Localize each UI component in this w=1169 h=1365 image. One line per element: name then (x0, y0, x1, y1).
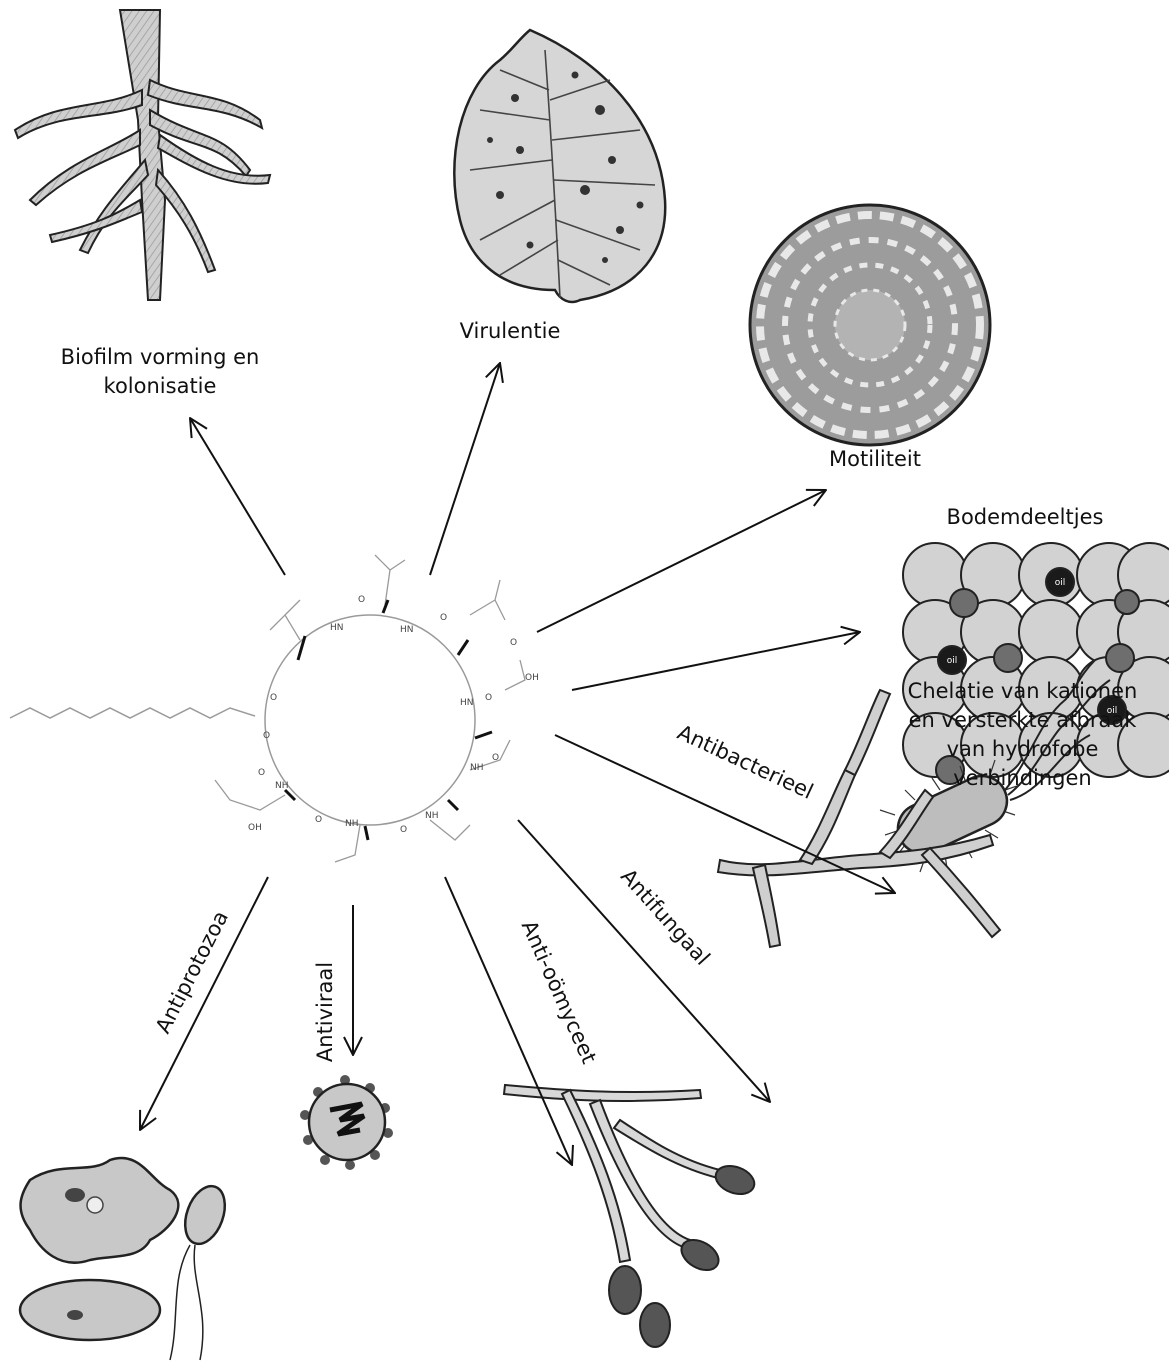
atom-label: NH (345, 819, 359, 829)
oil-label: oil (947, 656, 958, 666)
virus-illustration (300, 1075, 393, 1170)
atom-label: HN (460, 698, 474, 708)
atom-label: NH (470, 763, 484, 773)
arrow-anti-oomycete (445, 877, 572, 1165)
atom-label: O (270, 693, 277, 703)
label-antiviral: Antiviraal (313, 962, 337, 1062)
atom-label: HN (330, 623, 344, 633)
label-chelation-line2: en versterkte afbraak (880, 706, 1165, 735)
motility-colony-illustration (750, 205, 990, 445)
atom-label: O (510, 638, 517, 648)
label-chelation-line4: verbindingen (880, 764, 1165, 793)
arrow-antiprotozoal (140, 877, 268, 1130)
atom-label: OH (248, 823, 262, 833)
atom-label: O (400, 825, 407, 835)
label-biofilm-line1: Biofilm vorming en (40, 343, 280, 372)
arrow-soil (572, 632, 860, 690)
atom-label: O (315, 815, 322, 825)
label-biofilm-line2: kolonisatie (40, 372, 280, 401)
atom-label: OH (525, 673, 539, 683)
label-virulence: Virulentie (440, 317, 580, 346)
arrow-virulence (430, 363, 500, 575)
root-illustration (15, 10, 270, 300)
label-chelation-line1: Chelatie van kationen (880, 677, 1165, 706)
atom-label: O (485, 693, 492, 703)
label-soil-particles: Bodemdeeltjes (925, 503, 1125, 532)
leaf-illustration (454, 30, 665, 302)
label-biofilm: Biofilm vorming en kolonisatie (40, 343, 280, 401)
arrow-motility (537, 490, 826, 632)
atom-label: NH (425, 811, 439, 821)
atom-label: O (440, 613, 447, 623)
oomycete-illustration (504, 1085, 758, 1347)
atom-label: O (358, 595, 365, 605)
atom-label: HN (400, 625, 414, 635)
label-motility: Motiliteit (805, 445, 945, 474)
atom-label: NH (275, 781, 289, 791)
arrow-biofilm (190, 418, 285, 575)
oil-label: oil (1055, 578, 1066, 588)
lipopeptide-molecule: O HN HN O OH O O HN O NH O NH NH O NH O … (10, 555, 539, 862)
label-chelation: Chelatie van kationen en versterkte afbr… (880, 677, 1165, 793)
label-chelation-line3: van hydrofobe (880, 735, 1165, 764)
atom-label: O (258, 768, 265, 778)
protozoa-illustration (20, 1158, 232, 1360)
arrows (140, 363, 895, 1165)
atom-label: O (263, 731, 270, 741)
atom-label: O (492, 753, 499, 763)
